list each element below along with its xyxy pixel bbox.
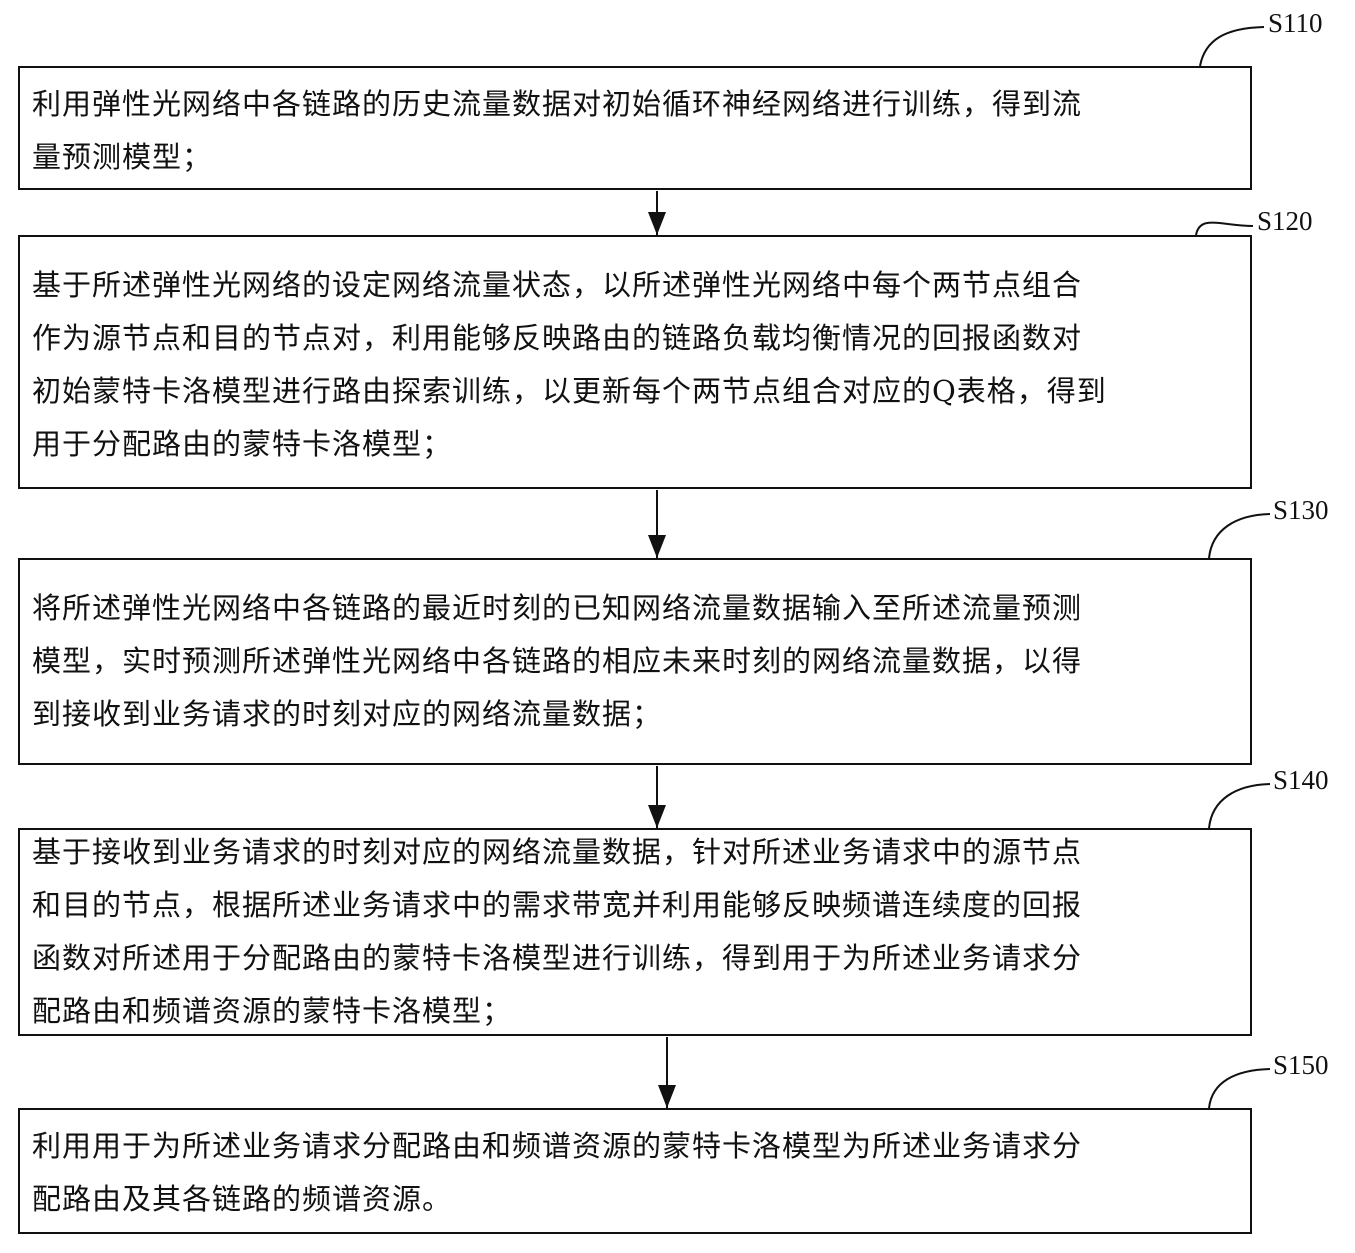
flow-arrow-4 [658, 1037, 676, 1108]
flow-arrow-2 [648, 490, 666, 558]
step-label-s140: S140 [1273, 765, 1329, 795]
leader-curve-s110 [1199, 26, 1265, 67]
step-text-s140: 基于接收到业务请求的时刻对应的网络流量数据，针对所述业务请求中的源节点 和目的节… [32, 835, 1083, 1028]
step-label-s150: S150 [1273, 1050, 1329, 1080]
step-text-s120: 基于所述弹性光网络的设定网络流量状态，以所述弹性光网络中每个两节点组合 作为源节… [32, 268, 1107, 461]
leader-curve-s120 [1195, 221, 1254, 236]
flow-arrow-1 [648, 191, 666, 235]
leader-curve-s130 [1208, 513, 1271, 559]
step-label-s120: S120 [1257, 206, 1313, 236]
step-box-s120: 基于所述弹性光网络的设定网络流量状态，以所述弹性光网络中每个两节点组合 作为源节… [18, 235, 1252, 489]
step-text-s110: 利用弹性光网络中各链路的历史流量数据对初始循环神经网络进行训练，得到流 量预测模… [32, 87, 1083, 174]
leader-curve-s140 [1208, 783, 1271, 829]
step-box-s110: 利用弹性光网络中各链路的历史流量数据对初始循环神经网络进行训练，得到流 量预测模… [18, 66, 1252, 190]
step-text-s150: 利用用于为所述业务请求分配路由和频谱资源的蒙特卡洛模型为所述业务请求分 配路由及… [32, 1129, 1083, 1216]
step-label-s110: S110 [1268, 8, 1323, 38]
step-box-s140: 基于接收到业务请求的时刻对应的网络流量数据，针对所述业务请求中的源节点 和目的节… [18, 828, 1252, 1036]
step-text-s130: 将所述弹性光网络中各链路的最近时刻的已知网络流量数据输入至所述流量预测 模型，实… [32, 591, 1083, 731]
step-label-s130: S130 [1273, 495, 1329, 525]
step-box-s150: 利用用于为所述业务请求分配路由和频谱资源的蒙特卡洛模型为所述业务请求分 配路由及… [18, 1108, 1252, 1234]
leader-curve-s150 [1208, 1068, 1271, 1109]
step-box-s130: 将所述弹性光网络中各链路的最近时刻的已知网络流量数据输入至所述流量预测 模型，实… [18, 558, 1252, 765]
flow-arrow-3 [648, 766, 666, 828]
